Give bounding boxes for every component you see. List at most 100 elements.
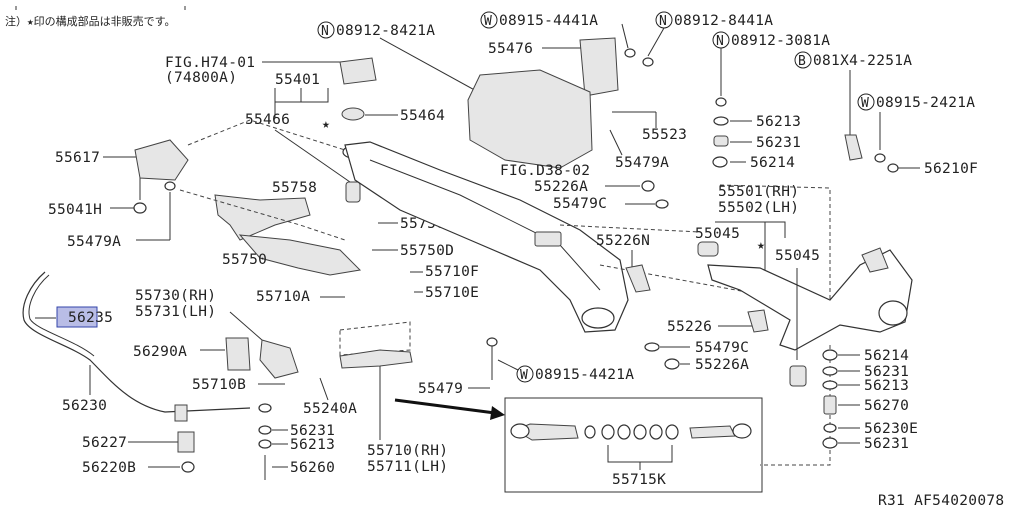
label-55758[interactable]: 55758 <box>272 180 317 196</box>
label-55226a-bottom[interactable]: 55226A <box>695 357 749 373</box>
nut-symbol-letter: N <box>659 14 667 29</box>
bush-ring-1 <box>584 425 596 439</box>
highlight-56235[interactable] <box>56 306 98 328</box>
detail-arrow <box>394 398 496 415</box>
label-55710e[interactable]: 55710E <box>425 285 479 301</box>
label-56231-bottom-2[interactable]: 56231 <box>864 436 909 452</box>
leader-line <box>497 359 519 371</box>
label-55226[interactable]: 55226 <box>667 319 712 335</box>
label-08915-4421a[interactable]: 08915-4421A <box>535 367 634 383</box>
washer-55479a <box>164 181 176 191</box>
label-55617[interactable]: 55617 <box>55 150 100 166</box>
label-fig-h74-01[interactable]: FIG.H74-01 <box>165 55 255 71</box>
washer-08915-2421a <box>874 153 886 163</box>
label-56213-bottom[interactable]: 56213 <box>864 378 909 394</box>
label-56230[interactable]: 56230 <box>62 398 107 414</box>
label-55710a[interactable]: 55710A <box>256 289 310 305</box>
bush-ring-2 <box>601 424 615 440</box>
label-56231-bottom[interactable]: 56231 <box>864 364 909 380</box>
label-08912-3081a[interactable]: 08912-3081A <box>731 33 830 49</box>
label-08912-8441a[interactable]: 08912-8441A <box>674 13 773 29</box>
label-08915-4441a[interactable]: 08915-4441A <box>499 13 598 29</box>
label-55045-b[interactable]: 55045 <box>775 248 820 264</box>
label-56235[interactable]: 56235 <box>68 310 113 326</box>
label-55750[interactable]: 55750 <box>222 252 267 268</box>
washer-55479c-b <box>644 342 660 352</box>
label-55401[interactable]: 55401 <box>275 72 320 88</box>
leader-line <box>647 27 665 57</box>
label-55476[interactable]: 55476 <box>488 41 533 57</box>
bushing-56231-b <box>822 366 838 376</box>
bolt-55041h <box>133 202 147 214</box>
label-fig-d38-02[interactable]: FIG.D38-02 <box>500 163 590 179</box>
label-56230e[interactable]: 56230E <box>864 421 918 437</box>
nut-55226a <box>641 180 655 192</box>
bolt-symbol-letter: B <box>798 54 806 69</box>
rod-end-eye-left <box>510 423 530 439</box>
label-55041h[interactable]: 55041H <box>48 202 102 218</box>
washer-56214-right <box>712 156 728 168</box>
label-56227[interactable]: 56227 <box>82 435 127 451</box>
link-rod-end-left <box>513 423 579 441</box>
differential-mount-bracket <box>579 37 619 97</box>
label-56270[interactable]: 56270 <box>864 398 909 414</box>
detail-box <box>504 397 763 493</box>
label-56220b[interactable]: 56220B <box>82 460 136 476</box>
label-55240a[interactable]: 55240A <box>303 401 357 417</box>
label-081x4-2251a[interactable]: 081X4-2251A <box>813 53 912 69</box>
member-bracket <box>534 231 562 247</box>
label-55466[interactable]: 55466 <box>245 112 290 128</box>
washer-symbol-icon <box>857 93 875 111</box>
label-56210f[interactable]: 56210F <box>924 161 978 177</box>
label-55502lh[interactable]: 55502(LH) <box>718 200 799 216</box>
leader-bracket <box>715 221 786 238</box>
label-55479c-top[interactable]: 55479C <box>553 196 607 212</box>
label-08915-2421a[interactable]: 08915-2421A <box>876 95 975 111</box>
label-55730rh[interactable]: 55730(RH) <box>135 288 216 304</box>
washer-symbol-letter: W <box>484 14 492 29</box>
label-55479a-left[interactable]: 55479A <box>67 234 121 250</box>
bracket-56290a <box>225 337 251 371</box>
label-55710rh[interactable]: 55710(RH) <box>367 443 448 459</box>
not-sold-star-icon: ★ <box>322 117 330 132</box>
lower-link-55710 <box>339 349 413 369</box>
label-55479c-bottom[interactable]: 55479C <box>695 340 749 356</box>
label-55750d[interactable]: 55750D <box>400 243 454 259</box>
label-55479[interactable]: 55479 <box>418 381 463 397</box>
lower-arm-knuckle-mount <box>861 247 889 273</box>
label-56260[interactable]: 56260 <box>290 460 335 476</box>
label-55464[interactable]: 55464 <box>400 108 445 124</box>
stabilizer-bushing <box>174 404 188 422</box>
nut-symbol-letter: N <box>716 34 724 49</box>
label-55479a-top[interactable]: 55479A <box>615 155 669 171</box>
label-55711lh[interactable]: 55711(LH) <box>367 459 448 475</box>
bushing-55045-a <box>697 241 719 257</box>
label-55710b[interactable]: 55710B <box>192 377 246 393</box>
label-56231-right[interactable]: 56231 <box>756 135 801 151</box>
label-55523[interactable]: 55523 <box>642 127 687 143</box>
label-55226n[interactable]: 55226N <box>596 233 650 249</box>
nut-symbol-icon <box>317 21 335 39</box>
member-mount-bushing <box>581 307 615 329</box>
detail-arrow-head <box>490 406 505 420</box>
upper-link-bracket <box>214 194 311 241</box>
member-contour <box>369 159 601 291</box>
label-55226a-top[interactable]: 55226A <box>534 179 588 195</box>
nut-symbol-letter: N <box>321 24 329 39</box>
label-56290a[interactable]: 56290A <box>133 344 187 360</box>
washer-symbol-icon <box>480 11 498 29</box>
label-55501rh[interactable]: 55501(RH) <box>718 184 799 200</box>
label-08912-8421a[interactable]: 08912-8421A <box>336 23 435 39</box>
leader-line <box>319 377 329 401</box>
label-56213-right[interactable]: 56213 <box>756 114 801 130</box>
label-55715k[interactable]: 55715K <box>612 472 666 488</box>
label-55045-a[interactable]: 55045 <box>695 226 740 242</box>
label-55710f[interactable]: 55710F <box>425 264 479 280</box>
label-56214-right[interactable]: 56214 <box>750 155 795 171</box>
bush-ring-3 <box>617 424 631 440</box>
label-55731lh[interactable]: 55731(LH) <box>135 304 216 320</box>
rear-suspension-member <box>344 141 629 333</box>
label-56213-left[interactable]: 56213 <box>290 437 335 453</box>
label-56231-left[interactable]: 56231 <box>290 423 335 439</box>
label-56214-bottom[interactable]: 56214 <box>864 348 909 364</box>
